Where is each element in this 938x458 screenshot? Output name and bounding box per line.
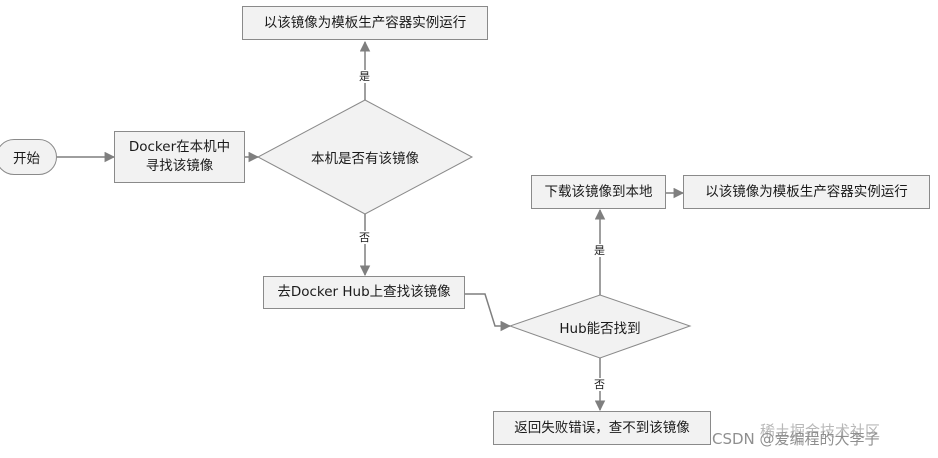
edge-label-yes-local: 是 [358,70,371,83]
search-hub-label: 去Docker Hub上查找该镜像 [277,284,451,300]
download-label: 下载该镜像到本地 [544,183,653,200]
start-terminal: 开始 [0,139,57,175]
edge-label-no-hub: 否 [593,378,606,391]
search-local-line1: Docker在本机中 [128,139,231,155]
run-container-top-label: 以该镜像为模板生产容器实例运行 [263,14,467,31]
search-local-line2: 寻找该镜像 [145,158,214,174]
edge-label-no-local: 否 [358,231,371,244]
decision-hub-shape [508,294,692,359]
run-container-right-label: 以该镜像为模板生产容器实例运行 [705,183,908,200]
run-container-right-box: 以该镜像为模板生产容器实例运行 [683,175,930,209]
edge-label-yes-hub: 是 [593,244,606,257]
fail-label: 返回失败错误，查不到该镜像 [514,419,690,436]
start-label: 开始 [13,151,40,167]
decision-local-shape [256,99,474,215]
download-box: 下载该镜像到本地 [531,175,666,209]
edge-search-hub-to-decision [465,293,512,332]
run-container-top-box: 以该镜像为模板生产容器实例运行 [242,6,488,40]
search-local-box: Docker在本机中 寻找该镜像 [114,131,245,183]
search-hub-box: 去Docker Hub上查找该镜像 [263,276,465,309]
fail-box: 返回失败错误，查不到该镜像 [493,411,711,445]
